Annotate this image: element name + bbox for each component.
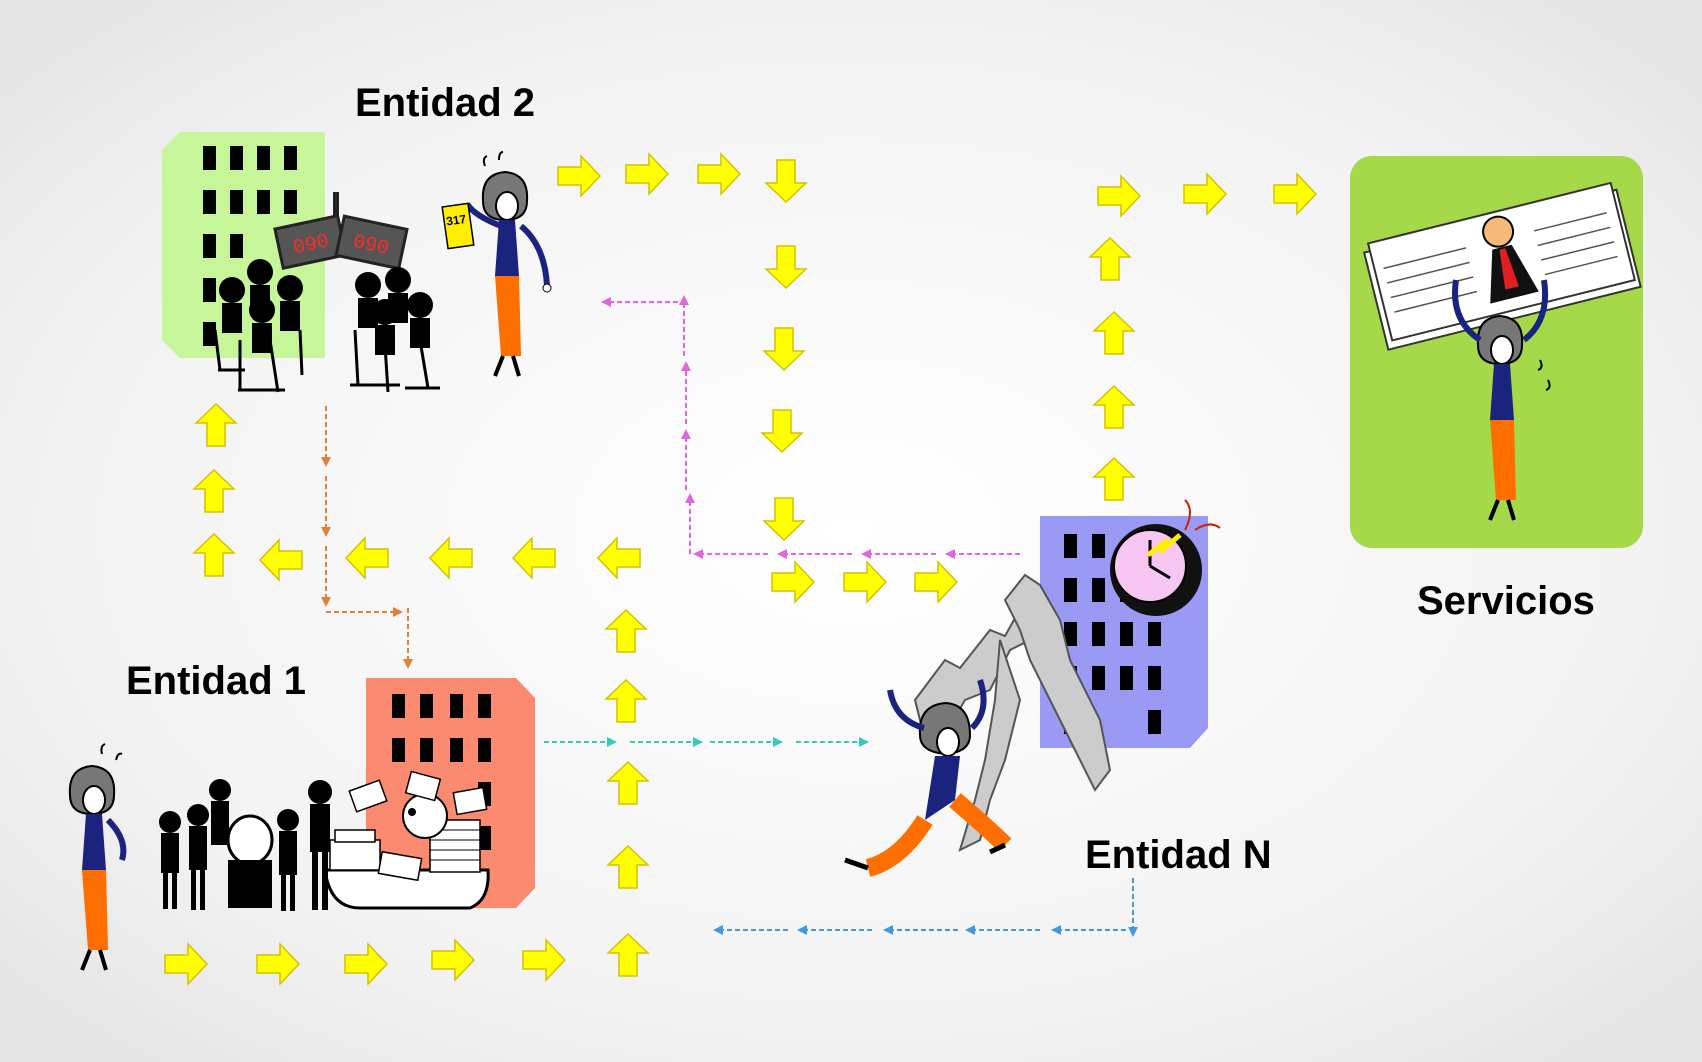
frustrated-person-icon-2 [67,743,127,972]
entityN-label: Entidad N [1085,833,1272,877]
entity2-label: Entidad 2 [355,81,535,125]
services-label: Servicios [1417,579,1595,623]
clock-bomb-icon [1110,499,1221,616]
frustrated-person-icon-4 [1452,279,1551,522]
entity1-group [67,678,535,972]
frustrated-person-icon-3 [844,679,1012,877]
entity2-windows [203,146,297,346]
entity1-label: Entidad 1 [126,659,306,703]
entity1-building [366,678,535,908]
entity2-group: 090 090 [162,132,552,393]
ticket-number: 317 [445,212,467,229]
entity1-windows [392,694,491,850]
blue-dashed-connector [713,878,1138,937]
entityN-group [844,499,1221,877]
magenta-dashed-connector [601,295,1020,559]
ticket-sign: 317 [441,202,475,250]
document-stack-icon [323,770,490,910]
queue-display-icon: 090 090 [273,192,409,271]
services-group [1350,156,1643,548]
orange-dashed-connector [321,406,413,669]
waiting-crowd-icon-2 [159,779,332,911]
waiting-crowd-icon [213,259,440,393]
document-stack-icon-2 [1362,181,1642,351]
